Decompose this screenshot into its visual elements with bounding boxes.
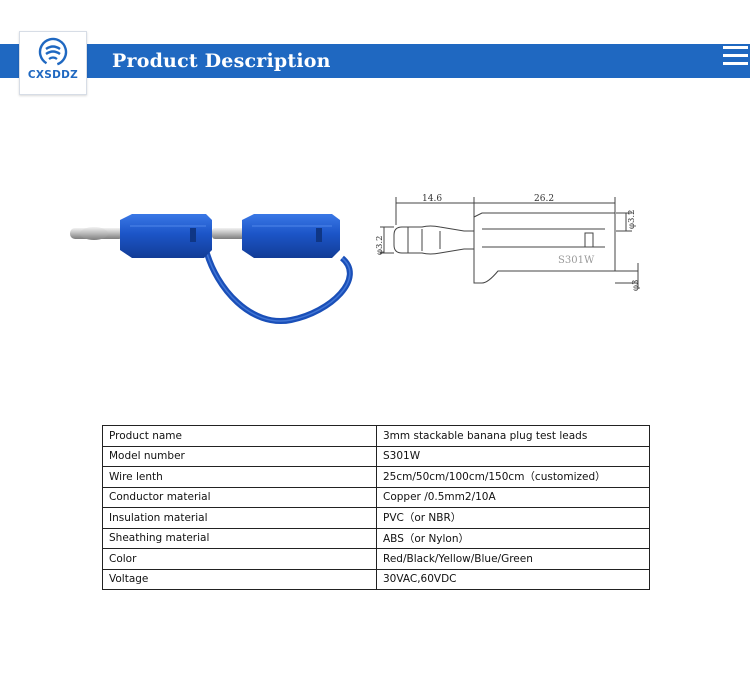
spec-value: 30VAC,60VDC: [376, 568, 650, 590]
table-row: Model number S301W: [102, 445, 650, 467]
logo-emblem-icon: [38, 37, 68, 67]
table-row: Conductor material Copper /0.5mm2/10A: [102, 486, 650, 508]
spec-label: Model number: [102, 445, 377, 467]
table-row: Color Red/Black/Yellow/Blue/Green: [102, 548, 650, 570]
spec-label: Voltage: [102, 568, 377, 590]
logo-text: CXSDDZ: [27, 69, 79, 81]
dim-length-1: 14.6: [422, 194, 442, 204]
dim-body-dia: φ3.2: [627, 210, 637, 229]
product-photo: [70, 214, 353, 325]
spec-value: 3mm stackable banana plug test leads: [376, 425, 650, 447]
spec-label: Color: [102, 548, 377, 570]
spec-label: Wire lenth: [102, 466, 377, 488]
spec-value: Copper /0.5mm2/10A: [376, 486, 650, 508]
spec-table: Product name 3mm stackable banana plug t…: [102, 425, 650, 590]
spec-label: Sheathing material: [102, 527, 377, 549]
menu-icon[interactable]: [723, 46, 748, 70]
spec-label: Conductor material: [102, 486, 377, 508]
body-mark: S301W: [558, 255, 595, 266]
dim-tip-dia: φ3.2: [375, 236, 385, 255]
spec-value: Red/Black/Yellow/Blue/Green: [376, 548, 650, 570]
table-row: Insulation material PVC（or NBR）: [102, 507, 650, 529]
spec-label: Product name: [102, 425, 377, 447]
brand-logo[interactable]: CXSDDZ: [19, 31, 87, 95]
table-row: Sheathing material ABS（or Nylon）: [102, 527, 650, 549]
dim-wire-dia: φ3: [631, 280, 641, 291]
header-banner: [0, 44, 750, 78]
technical-drawing: 14.6 26.2 φ3.2 φ3.2 φ3 S301W: [375, 194, 641, 291]
spec-value: 25cm/50cm/100cm/150cm（customized）: [376, 466, 650, 488]
spec-value: ABS（or Nylon）: [376, 527, 650, 549]
page-title: Product Description: [112, 50, 331, 72]
table-row: Wire lenth 25cm/50cm/100cm/150cm（customi…: [102, 466, 650, 488]
spec-label: Insulation material: [102, 507, 377, 529]
table-row: Product name 3mm stackable banana plug t…: [102, 425, 650, 447]
spec-value: S301W: [376, 445, 650, 467]
spec-value: PVC（or NBR）: [376, 507, 650, 529]
table-row: Voltage 30VAC,60VDC: [102, 568, 650, 590]
dim-length-2: 26.2: [534, 194, 554, 204]
